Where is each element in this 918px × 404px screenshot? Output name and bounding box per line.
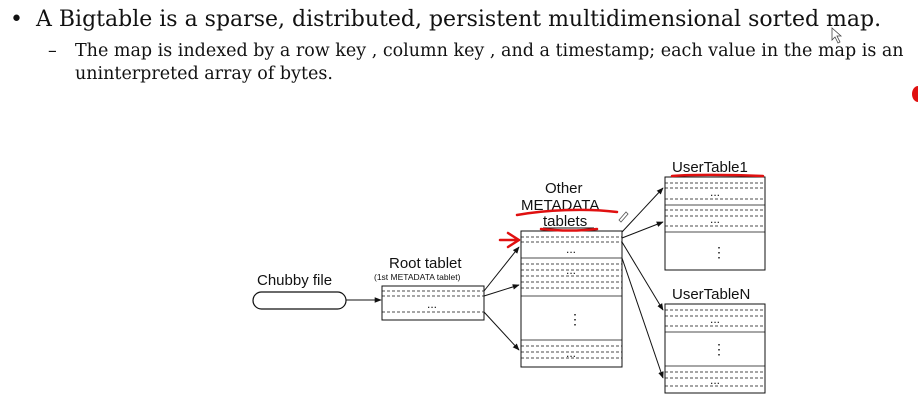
metadata-label-line3: tablets — [543, 213, 587, 230]
usertable1-vellipsis: ⋮ — [712, 244, 726, 260]
main-bullet-text: A Bigtable is a sparse, distributed, per… — [36, 7, 882, 32]
metadata-to-usertablen-arrow-1 — [621, 241, 664, 311]
sub-bullet-text: The map is indexed by a row key , column… — [75, 40, 918, 86]
usertablen-ellipsis-1: ... — [710, 312, 720, 326]
usertable1-label: UserTable1 — [672, 159, 748, 176]
bullet-dash: – — [48, 41, 57, 61]
usertable1-red-underline — [670, 173, 765, 178]
metadata-to-usertable1-arrow-2 — [621, 221, 664, 239]
main-bullet: • A Bigtable is a sparse, distributed, pe… — [10, 6, 881, 34]
tablets-red-underline — [539, 227, 599, 232]
red-annotations — [498, 173, 765, 249]
usertablen-vellipsis: ⋮ — [712, 341, 726, 357]
usertable1-ellipsis-1: ... — [710, 185, 720, 199]
usertable1-node: ... ... ⋮ — [664, 176, 766, 271]
root-to-metadata-arrow-1 — [483, 246, 520, 292]
metadata-tablets-node: ... ... ⋮ ... — [520, 230, 623, 368]
metadata-ellipsis-2: ... — [566, 263, 576, 277]
usertablen-node: ... ⋮ ... — [664, 303, 766, 394]
metadata-vellipsis: ⋮ — [568, 311, 582, 327]
chubby-file-node — [252, 291, 347, 310]
bullet-dot: • — [10, 7, 23, 32]
metadata-to-usertablen-arrow-2 — [621, 257, 664, 379]
metadata-label-line1: Other — [545, 180, 583, 197]
chubby-file-label: Chubby file — [257, 272, 332, 289]
root-tablet-sublabel: (1st METADATA tablet) — [374, 272, 461, 282]
metadata-ellipsis-3: ... — [566, 346, 576, 360]
root-tablet-ellipsis: ... — [427, 297, 437, 311]
usertablen-ellipsis-2: ... — [710, 373, 720, 387]
red-arrow-icon — [498, 231, 521, 249]
metadata-red-underline — [515, 208, 619, 217]
sub-bullet-line-2: uninterpreted array of bytes. — [75, 64, 333, 84]
usertablen-label: UserTableN — [672, 286, 750, 303]
root-to-metadata-arrow-3 — [483, 311, 520, 351]
sub-bullet-line-1: The map is indexed by a row key , column… — [75, 41, 904, 61]
root-tablet-node: ... — [381, 285, 485, 321]
metadata-to-usertable1-arrow-1 — [621, 187, 664, 233]
usertable1-ellipsis-2: ... — [710, 212, 720, 226]
annotation-red-mark — [912, 86, 918, 102]
root-tablet-label: Root tablet — [389, 255, 462, 272]
metadata-ellipsis-1: ... — [566, 242, 576, 256]
pen-cursor-icon — [618, 211, 629, 223]
root-to-metadata-arrow-2 — [483, 284, 520, 297]
mouse-pointer-icon — [831, 27, 843, 44]
